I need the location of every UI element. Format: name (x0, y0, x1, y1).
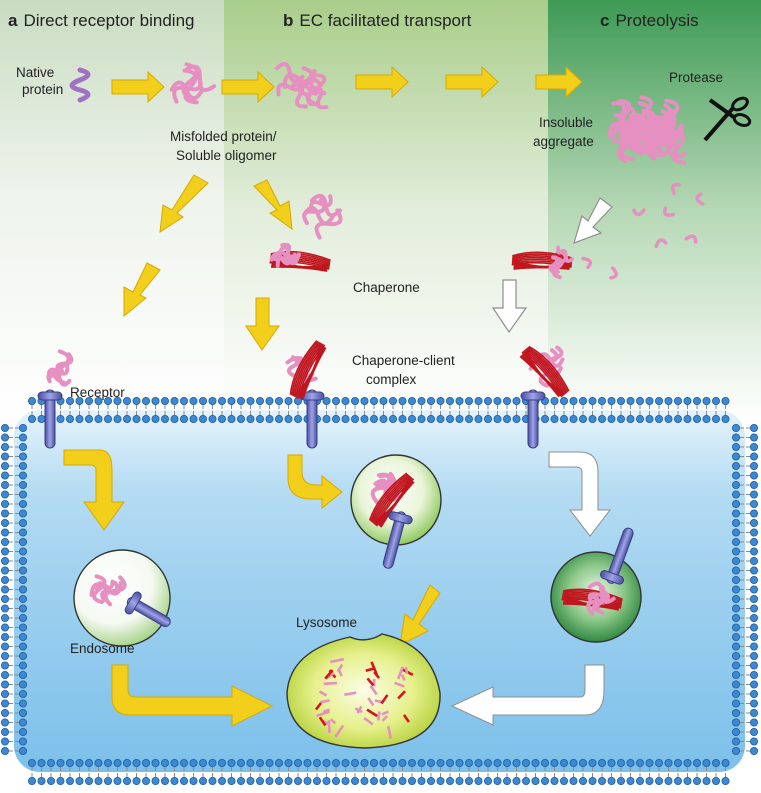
endosome-contents (89, 574, 171, 627)
lysosome-label: Lysosome (296, 615, 357, 630)
soluble-oligomer-icon (274, 61, 329, 110)
vesicle-b-contents (368, 471, 415, 569)
membrane-receptors (37, 389, 546, 449)
arrow-vesicle-c-to-lysosome (450, 664, 605, 726)
top-arrows (111, 65, 583, 104)
chaperone-icon (269, 193, 343, 272)
endosome-vesicle (73, 549, 171, 647)
insoluble-aggregate-icon (607, 95, 687, 165)
native-label-line1: Native (16, 65, 54, 80)
internalization-arrows (63, 449, 612, 537)
misfolded-label-line2: Soluble oligomer (176, 148, 277, 163)
arrow-top-3 (355, 65, 409, 99)
chaperone-icon-c (511, 248, 574, 280)
endosome-label: Endosome (70, 641, 135, 656)
insoluble-label-line2: aggregate (533, 134, 594, 149)
arrow-misfolded-to-oligomer (221, 70, 275, 104)
panel-a-background (0, 0, 224, 420)
lipid-bilayer-membrane (1, 396, 759, 786)
protease-label: Protease (669, 70, 723, 85)
arrow-top-4 (445, 65, 499, 99)
panel-b-arrows (245, 179, 293, 351)
panel-c-background (548, 0, 761, 420)
receptor-bound-complex-b (285, 340, 327, 400)
lysosome-arrows (111, 584, 605, 727)
receptor-bound-oligomer (46, 349, 74, 387)
insoluble-label-line1: Insoluble (539, 115, 593, 130)
receptor-label: Receptor (70, 385, 125, 400)
lysosome-vesicle (286, 633, 441, 749)
arrow-native-to-misfolded (111, 70, 165, 104)
curved-arrow-a (63, 449, 125, 531)
panel-c-arrows (491, 197, 613, 334)
cytoplasm (14, 410, 745, 772)
arrow-vesicle-b-to-lysosome (399, 584, 441, 646)
protein-fragments (548, 182, 705, 280)
vesicle-c-contents (561, 527, 634, 616)
scissors-icon (703, 96, 752, 142)
lysosome-degraded-fragments (314, 657, 414, 739)
misfolded-label-line1: Misfolded protein/ (170, 129, 277, 144)
receptor-bound-complex-c (519, 345, 570, 398)
arrow-top-5 (535, 65, 583, 99)
complex-label-line1: Chaperone-client (352, 353, 455, 368)
native-protein-icon (69, 67, 91, 103)
arrow-endosome-to-lysosome (111, 664, 274, 727)
curved-arrow-c (548, 451, 612, 537)
misfolded-protein-icon (169, 62, 217, 105)
panel-a-arrows (123, 174, 209, 318)
chaperone-label: Chaperone (353, 280, 420, 295)
complex-label-line2: complex (366, 372, 417, 387)
native-label-line2: protein (22, 82, 63, 97)
curved-arrow-b (287, 454, 343, 510)
